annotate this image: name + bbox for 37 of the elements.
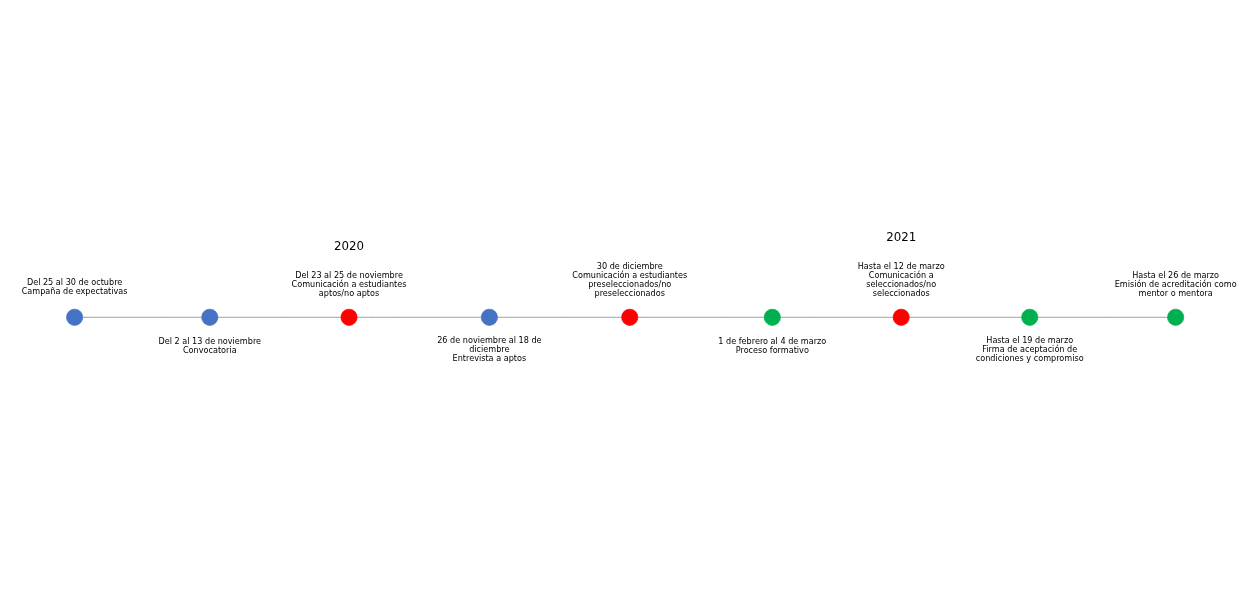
node-label: Hasta el 12 de marzo: [857, 260, 945, 271]
label: 2021: [886, 229, 917, 244]
connector: [637, 316, 765, 318]
node-label: Campaña de expectativas: [21, 285, 128, 296]
node-circle: [340, 308, 358, 326]
node-label: Del 2 al 13 de noviembre: [158, 335, 262, 346]
node-circle: [892, 308, 910, 326]
node-label: 1 de febrero al 4 de marzo: [718, 335, 827, 346]
node-label: Del 25 al 30 de octubre: [26, 276, 123, 287]
node-circle: [763, 308, 781, 326]
connector: [780, 316, 894, 318]
node-label: 30 de diciembre: [596, 260, 663, 271]
connector: [497, 316, 622, 318]
connector: [82, 316, 202, 318]
node-circle: [1167, 308, 1185, 326]
node-label: Hasta el 26 de marzo: [1132, 269, 1220, 280]
connector: [1037, 316, 1168, 318]
node-label: Firma de aceptación de condiciones y compromiso: [975, 343, 1084, 363]
node-circle: [1021, 308, 1039, 326]
node-label: 26 de noviembre al 18 de diciembre: [437, 334, 542, 354]
label: 2020: [334, 238, 365, 253]
node-label: Del 23 al 25 de noviembre: [295, 269, 403, 280]
node-label: Proceso formativo: [735, 344, 809, 355]
connector: [356, 316, 482, 318]
node-label: Emisión de acreditación como mentor o mentora: [1114, 278, 1237, 298]
node-circle: [66, 308, 84, 326]
node-label: Convocatoria: [182, 344, 237, 355]
connector: [217, 316, 342, 318]
node-label: Hasta el 19 de marzo: [986, 334, 1074, 345]
node-circle: [480, 308, 498, 326]
node-label: Entrevista a aptos: [452, 352, 527, 363]
node-label: Comunicación a estudiantes preseleccionados/no preseleccionados: [572, 269, 688, 298]
node-label: Comunicación a estudiantes aptos/no aptos: [291, 278, 407, 298]
node-label: Comunicación a seleccionados/no seleccionados: [866, 269, 937, 298]
connector: [909, 316, 1022, 318]
node-circle: [621, 308, 639, 326]
node-circle: [201, 308, 219, 326]
